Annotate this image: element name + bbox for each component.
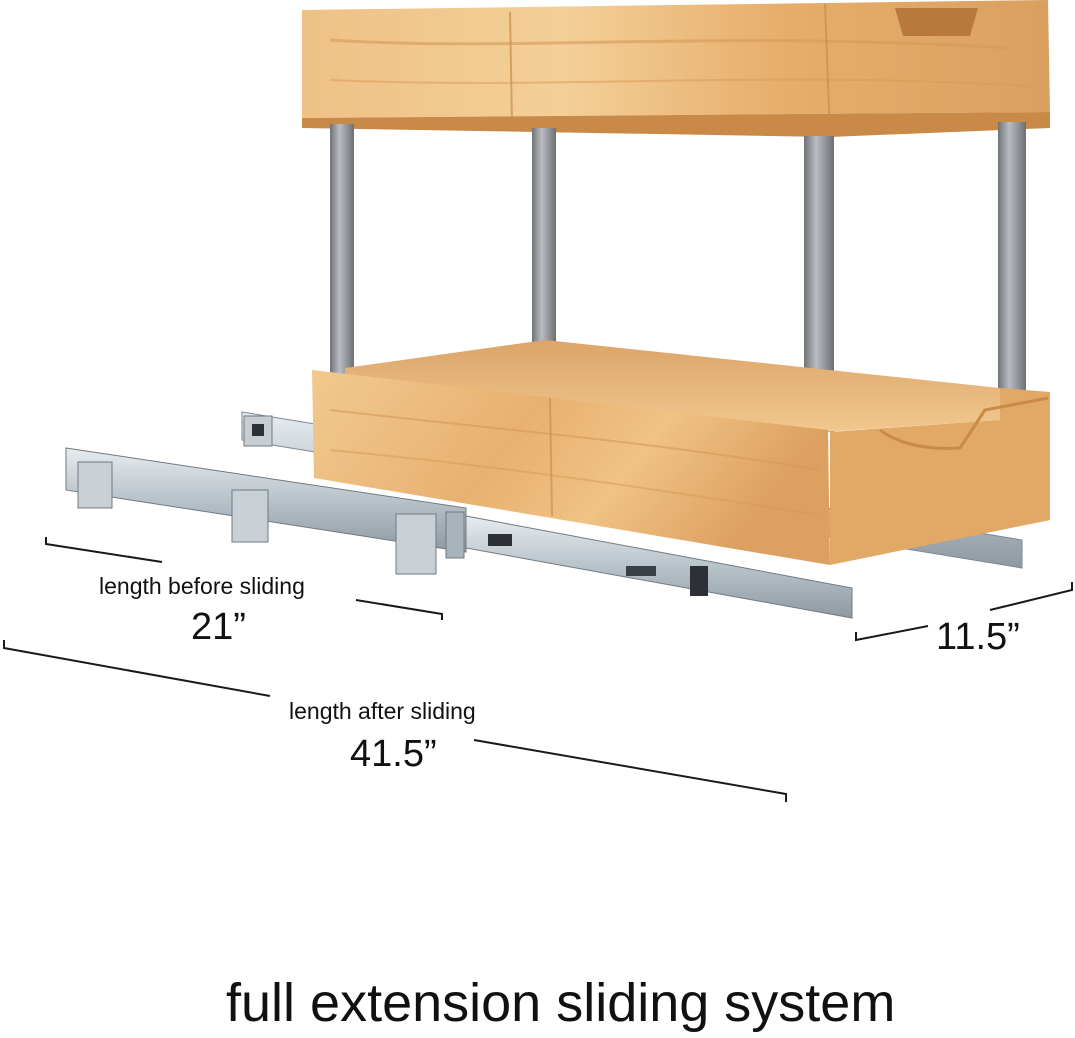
width-value: 11.5” (936, 616, 1020, 658)
width-line-right (989, 582, 1073, 611)
before-value: 21” (191, 606, 246, 648)
after-value: 41.5” (350, 733, 437, 775)
before-caption: length before sliding (99, 573, 305, 599)
front-rail (65, 447, 853, 619)
before-line-left (45, 537, 163, 563)
after-caption: length after sliding (289, 698, 476, 724)
after-line-right (473, 739, 787, 802)
top-shelf (302, 0, 1050, 137)
dimension-lines (3, 537, 1073, 802)
before-line-right (355, 599, 443, 620)
lower-basket (312, 340, 1050, 565)
width-line-left (855, 625, 929, 642)
page-caption: full extension sliding system (226, 973, 896, 1033)
after-line-left (3, 640, 271, 697)
